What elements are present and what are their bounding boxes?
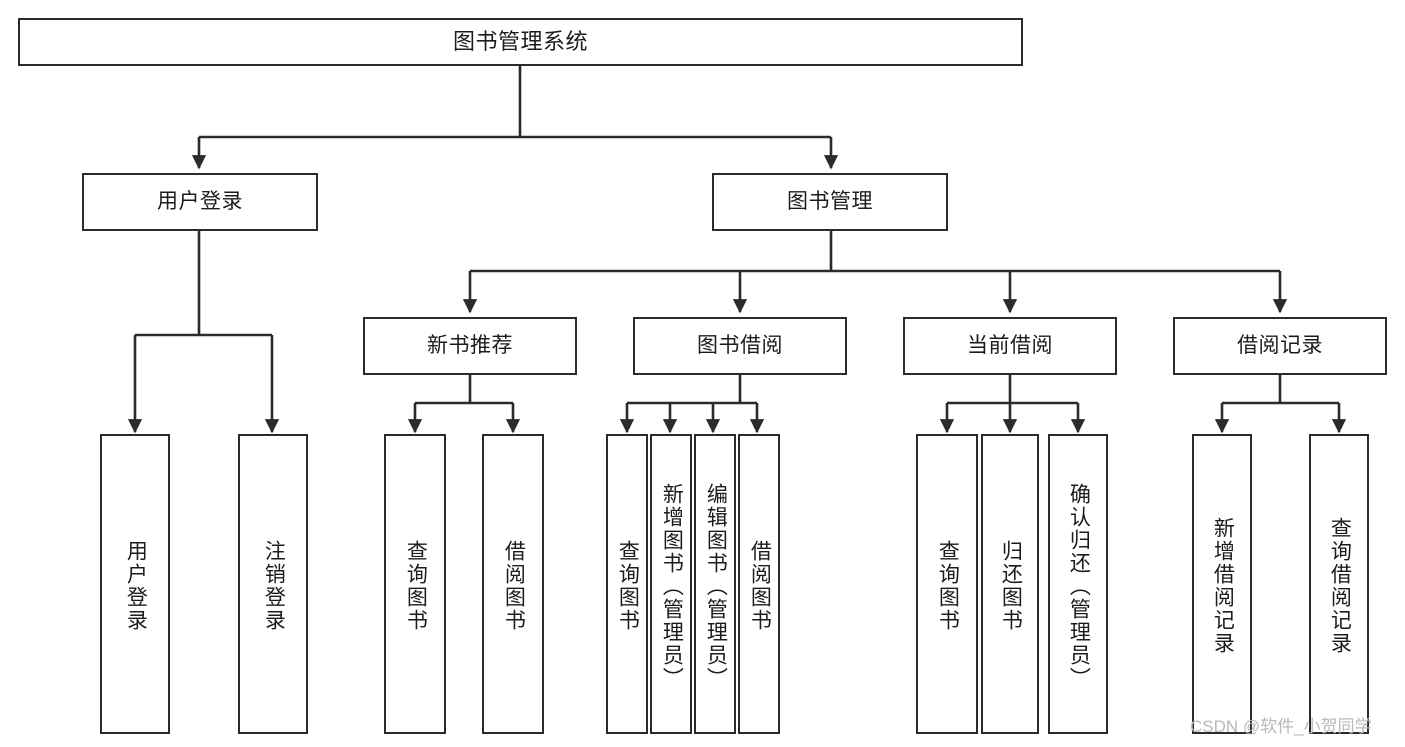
leaf-logout-login-label: 注销登录 — [262, 540, 286, 632]
node-new-book-recommend-label: 新书推荐 — [427, 333, 513, 357]
node-user-login-label: 用户登录 — [157, 189, 243, 213]
leaf-add-book[interactable]: 新增图书（管理员） — [650, 434, 692, 734]
node-current-borrow[interactable]: 当前借阅 — [903, 317, 1117, 375]
leaf-query-record[interactable]: 查询借阅记录 — [1309, 434, 1369, 734]
node-book-management[interactable]: 图书管理 — [712, 173, 948, 231]
leaf-confirm-return[interactable]: 确认归还（管理员） — [1048, 434, 1108, 734]
leaf-query-book-3[interactable]: 查询图书 — [916, 434, 978, 734]
node-user-login[interactable]: 用户登录 — [82, 173, 318, 231]
leaf-borrow-book-1-label: 借阅图书 — [502, 540, 526, 632]
leaf-borrow-book-1[interactable]: 借阅图书 — [482, 434, 544, 734]
leaf-add-record-label: 新增借阅记录 — [1211, 517, 1235, 655]
leaf-user-login-label: 用户登录 — [124, 540, 148, 632]
leaf-edit-book[interactable]: 编辑图书（管理员） — [694, 434, 736, 734]
leaf-borrow-book-2[interactable]: 借阅图书 — [738, 434, 780, 734]
leaf-return-book-label: 归还图书 — [999, 540, 1023, 632]
leaf-query-book-1[interactable]: 查询图书 — [384, 434, 446, 734]
leaf-edit-book-label: 编辑图书（管理员） — [704, 482, 728, 690]
node-new-book-recommend[interactable]: 新书推荐 — [363, 317, 577, 375]
leaf-query-record-label: 查询借阅记录 — [1328, 517, 1352, 655]
leaf-borrow-book-2-label: 借阅图书 — [748, 540, 772, 632]
leaf-logout-login[interactable]: 注销登录 — [238, 434, 308, 734]
csdn-watermark: CSDN @软件_小贺同学 — [1190, 717, 1372, 736]
node-root-label: 图书管理系统 — [452, 29, 588, 55]
leaf-return-book[interactable]: 归还图书 — [981, 434, 1039, 734]
node-current-borrow-label: 当前借阅 — [967, 333, 1053, 357]
node-book-borrow-label: 图书借阅 — [697, 333, 783, 357]
leaf-query-book-2[interactable]: 查询图书 — [606, 434, 648, 734]
leaf-add-record[interactable]: 新增借阅记录 — [1192, 434, 1252, 734]
leaf-user-login[interactable]: 用户登录 — [100, 434, 170, 734]
leaf-query-book-3-label: 查询图书 — [936, 540, 960, 632]
node-book-management-label: 图书管理 — [787, 189, 873, 213]
leaf-confirm-return-label: 确认归还（管理员） — [1067, 482, 1091, 690]
node-borrow-record[interactable]: 借阅记录 — [1173, 317, 1387, 375]
leaf-add-book-label: 新增图书（管理员） — [660, 482, 684, 690]
leaf-query-book-2-label: 查询图书 — [616, 540, 640, 632]
node-root-system[interactable]: 图书管理系统 — [18, 18, 1023, 66]
leaf-query-book-1-label: 查询图书 — [404, 540, 428, 632]
node-book-borrow[interactable]: 图书借阅 — [633, 317, 847, 375]
node-borrow-record-label: 借阅记录 — [1237, 333, 1323, 357]
